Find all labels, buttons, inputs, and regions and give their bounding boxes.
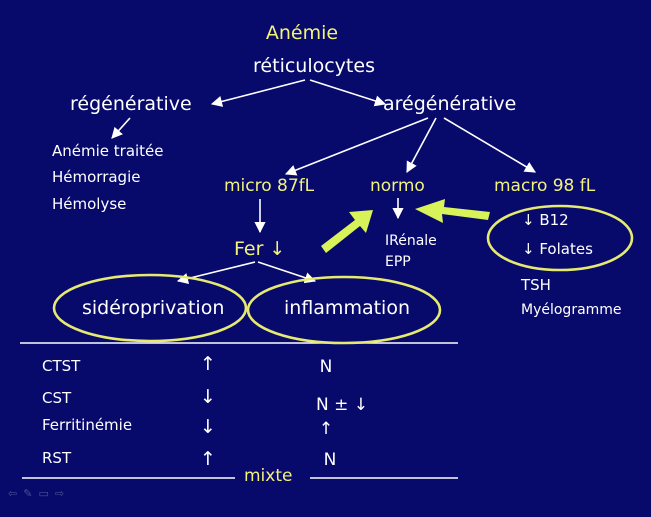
arrow-to-regenerative <box>210 79 306 107</box>
slide-navigation: ⇦ ✎ ▭ ⇨ <box>8 488 64 499</box>
arrow-to-aregenerative <box>309 79 387 107</box>
ellipse-inflammation <box>246 275 442 345</box>
big-arrow-micro-to-normo <box>321 210 373 253</box>
table-cell-inflam: N <box>323 450 337 470</box>
table-cell-sidero: ↓ <box>200 416 216 438</box>
normo-cause-epp: EPP <box>385 254 411 270</box>
type-normo: normo <box>370 176 425 196</box>
ellipse-sideroprivation <box>52 273 248 343</box>
table-cell-sidero: ↑ <box>200 448 216 470</box>
arrow-to-regen-causes <box>111 117 131 139</box>
table-row-label: RST <box>42 449 72 467</box>
arrow-to-micro <box>284 117 429 176</box>
table-cell-inflam: N <box>319 357 333 377</box>
regen-cause-anemie-traitee: Anémie traitée <box>52 142 164 160</box>
table-cell-inflam: N ± ↓ <box>316 395 369 415</box>
normo-cause-irenale: IRénale <box>385 233 437 249</box>
arrow-to-macro <box>443 117 536 173</box>
ellipse-folates <box>486 204 634 272</box>
table-row-label: CST <box>42 389 72 407</box>
macro-cause-b12: ↓ B12 <box>522 211 569 229</box>
title-anemie: Anémie <box>265 22 339 44</box>
forward-arrow-icon[interactable]: ⇨ <box>54 487 65 500</box>
macro-other-tsh: TSH <box>521 276 551 294</box>
regen-cause-hemorragie: Hémorragie <box>52 168 141 186</box>
table-row-label: Ferritinémie <box>42 416 133 434</box>
pen-icon[interactable]: ✎ <box>23 487 33 500</box>
label-inflammation: inflammation <box>284 297 410 319</box>
table-cell-sidero: ↑ <box>200 353 216 375</box>
arrow-fer-to-inflam <box>257 261 317 284</box>
type-macro: macro 98 fL <box>494 176 596 196</box>
subtitle-reticulocytes: réticulocytes <box>253 55 375 77</box>
back-arrow-icon[interactable]: ⇦ <box>8 487 18 500</box>
macro-other-myelogramme: Myélogramme <box>521 302 622 318</box>
menu-icon[interactable]: ▭ <box>38 487 49 500</box>
branch-aregenerative: arégénérative <box>383 93 517 115</box>
label-sideroprivation: sidéroprivation <box>82 297 225 319</box>
type-micro: micro 87fL <box>224 176 315 196</box>
table-cell-sidero: ↓ <box>200 386 216 408</box>
fer-decrease: Fer ↓ <box>234 238 286 260</box>
branch-regenerative: régénérative <box>70 93 192 115</box>
arrow-to-normo <box>406 117 437 173</box>
table-footer-mixte: mixte <box>244 466 293 486</box>
macro-cause-folates: ↓ Folates <box>522 240 593 258</box>
big-arrow-macro-to-normo <box>415 199 490 223</box>
table-cell-inflam: ↑ <box>318 419 334 439</box>
table-row-label: CTST <box>42 357 81 375</box>
regen-cause-hemolyse: Hémolyse <box>52 195 127 213</box>
